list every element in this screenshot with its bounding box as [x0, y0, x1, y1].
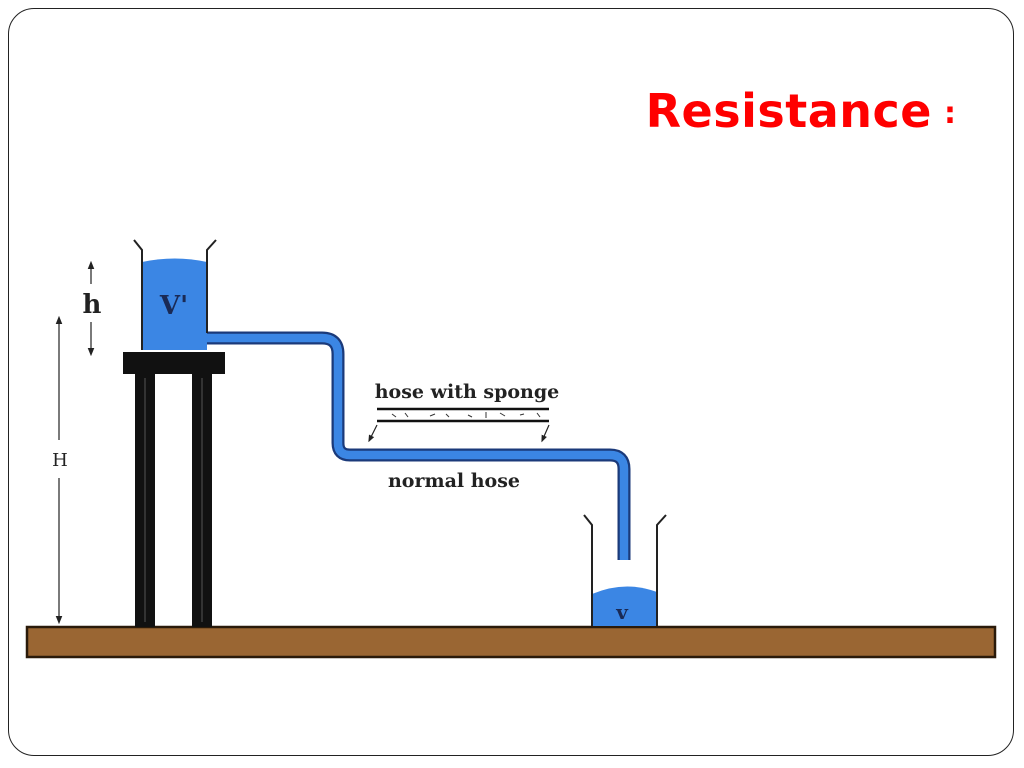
bottom-vessel-wall-right	[656, 514, 667, 626]
bottom-vessel-label: v	[615, 600, 629, 624]
ground	[25, 625, 997, 659]
stand	[123, 352, 225, 627]
top-vessel-water	[142, 258, 207, 350]
slide-title-text: Resistance	[645, 84, 932, 138]
slide-title-colon: :	[944, 96, 956, 131]
slide-title: Resistance:	[646, 84, 956, 138]
hose-outline	[205, 331, 631, 560]
dimension-H: H	[52, 315, 68, 625]
stand-top	[123, 352, 225, 374]
dimension-H-label: H	[52, 450, 68, 471]
top-vessel-wall-right	[206, 239, 217, 333]
top-vessel-label: V'	[159, 291, 188, 321]
bottom-vessel-water	[592, 586, 657, 626]
top-vessel: V'	[133, 239, 217, 350]
normal-hose-label: normal hose	[388, 470, 520, 492]
sponge-hose: hose with sponge	[368, 381, 560, 443]
bottom-vessel-wall-left	[583, 514, 593, 626]
dimension-h: h	[83, 260, 102, 357]
dimension-h-label: h	[83, 290, 102, 320]
top-vessel-wall-left	[133, 239, 143, 350]
hose-water	[205, 333, 629, 560]
bottom-vessel: v	[583, 514, 667, 626]
sponge-hose-label: hose with sponge	[375, 381, 560, 403]
hose	[205, 331, 631, 560]
